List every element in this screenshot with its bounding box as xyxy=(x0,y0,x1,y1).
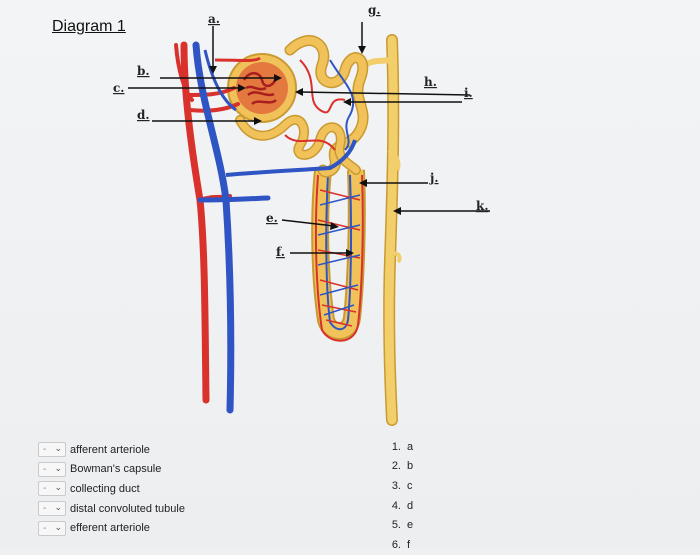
label-c: c. xyxy=(113,81,124,95)
term-label: distal convoluted tubule xyxy=(70,502,185,515)
dropdown-value: - xyxy=(43,522,47,534)
match-row-afferent-arteriole: - ⌄ afferent arteriole xyxy=(38,440,278,460)
match-row-collecting-duct: - ⌄ collecting duct xyxy=(38,479,278,499)
answer-dropdown[interactable]: - ⌄ xyxy=(38,442,66,458)
option-letter: e xyxy=(407,519,414,532)
answer-option: 4. d xyxy=(383,496,413,516)
term-label: efferent arteriole xyxy=(70,522,150,535)
option-letter: a xyxy=(407,440,414,453)
label-e: e. xyxy=(266,211,278,225)
term-label: Bowman's capsule xyxy=(70,463,162,476)
label-pointers xyxy=(128,22,490,257)
dropdown-value: - xyxy=(43,483,47,495)
label-g: g. xyxy=(368,3,381,17)
collecting-duct xyxy=(357,34,402,426)
option-number: 5. xyxy=(391,519,401,532)
match-row-bowmans-capsule: - ⌄ Bowman's capsule xyxy=(38,460,278,480)
chevron-down-icon: ⌄ xyxy=(54,502,62,513)
match-row-efferent-arteriole: - ⌄ efferent arteriole xyxy=(38,518,278,538)
label-h: h. xyxy=(424,75,437,89)
answer-options-list: 1. a 2. b 3. c 4. d 5. e 6. f xyxy=(383,437,413,555)
answer-dropdown[interactable]: - ⌄ xyxy=(38,501,66,517)
option-letter: b xyxy=(407,460,414,473)
chevron-down-icon: ⌄ xyxy=(54,462,62,473)
label-j: j. xyxy=(429,171,439,185)
answer-option: 6. f xyxy=(383,535,413,555)
answer-option: 3. c xyxy=(383,476,413,496)
label-d: d. xyxy=(137,108,150,122)
option-letter: d xyxy=(407,499,414,512)
chevron-down-icon: ⌄ xyxy=(54,443,62,454)
dropdown-value: - xyxy=(43,463,47,475)
label-b: b. xyxy=(137,64,150,78)
vein xyxy=(192,41,357,414)
answer-dropdown[interactable]: - ⌄ xyxy=(38,481,66,497)
matching-terms-list: - ⌄ afferent arteriole - ⌄ Bowman's caps… xyxy=(38,440,278,538)
option-number: 6. xyxy=(391,538,401,551)
chevron-down-icon: ⌄ xyxy=(54,482,62,493)
loop-of-henle xyxy=(311,169,366,342)
convoluted-tubules xyxy=(235,35,369,178)
dropdown-value: - xyxy=(43,444,47,456)
option-number: 2. xyxy=(391,460,401,473)
label-k: k. xyxy=(476,199,489,213)
answer-dropdown[interactable]: - ⌄ xyxy=(38,520,66,536)
diagram-title: Diagram 1 xyxy=(52,18,126,35)
answer-option: 2. b xyxy=(383,457,413,477)
answer-dropdown[interactable]: - ⌄ xyxy=(38,461,66,477)
label-a: a. xyxy=(208,12,220,26)
match-row-distal-convoluted-tubule: - ⌄ distal convoluted tubule xyxy=(38,499,278,519)
answer-option: 5. e xyxy=(383,515,413,535)
option-number: 1. xyxy=(391,440,401,453)
option-letter: c xyxy=(407,479,413,492)
term-label: collecting duct xyxy=(70,482,140,495)
term-label: afferent arteriole xyxy=(70,443,150,456)
option-number: 3. xyxy=(391,479,401,492)
answer-option: 1. a xyxy=(383,437,413,457)
option-letter: f xyxy=(407,538,411,551)
option-number: 4. xyxy=(391,499,401,512)
dropdown-value: - xyxy=(43,503,47,515)
chevron-down-icon: ⌄ xyxy=(54,521,62,532)
label-f: f. xyxy=(276,245,285,259)
label-i: i. xyxy=(464,86,473,100)
